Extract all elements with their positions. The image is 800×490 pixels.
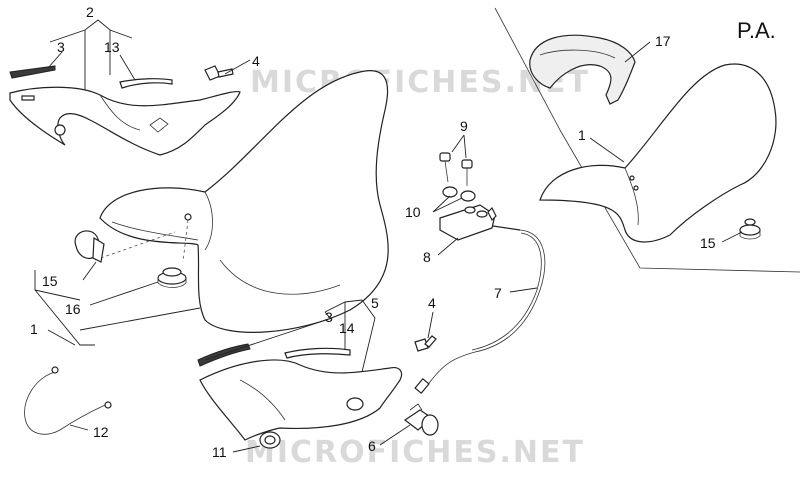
callout-5-bracket xyxy=(324,299,376,373)
lock-plate-8 xyxy=(439,204,497,241)
callout-17: 17 xyxy=(655,33,671,49)
callout-11: 11 xyxy=(212,444,227,460)
callout-4-bottom: 4 xyxy=(428,295,436,311)
callout-14: 14 xyxy=(339,320,355,336)
callout-1-right: 1 xyxy=(578,127,586,143)
callout-1-bracket xyxy=(34,270,201,346)
callout-4-top: 4 xyxy=(252,53,260,69)
rear-cowl-17 xyxy=(529,34,636,105)
release-cable-7 xyxy=(414,225,546,395)
callout-1-left: 1 xyxy=(30,321,38,337)
callout-16: 16 xyxy=(65,301,81,317)
callout-9: 9 xyxy=(460,118,468,134)
callout-12: 12 xyxy=(93,424,109,440)
callout-6: 6 xyxy=(368,438,376,454)
callout-7: 7 xyxy=(494,285,502,301)
side-cover-upper xyxy=(9,86,241,156)
trim-strip-3-top xyxy=(9,65,56,79)
washers-10 xyxy=(442,186,476,202)
callout-8: 8 xyxy=(423,249,431,265)
callout-3-top: 3 xyxy=(57,39,65,55)
callout-15-left: 15 xyxy=(42,273,58,289)
lock-cylinder-6 xyxy=(403,403,439,436)
pa-seat xyxy=(539,63,777,243)
pa-variant-label: P.A. xyxy=(737,18,776,43)
callout-3-bottom: 3 xyxy=(325,309,333,325)
grommet-16 xyxy=(157,267,187,288)
bumper-15-left xyxy=(74,230,105,263)
side-cover-lower xyxy=(199,359,403,441)
screw-4-bottom xyxy=(414,335,437,352)
screw-4-top xyxy=(204,65,234,81)
callout-15-right: 15 xyxy=(700,235,716,251)
callout-10: 10 xyxy=(405,204,421,220)
watermark-bottom: MICROFICHES.NET xyxy=(245,435,585,470)
callout-2-bracket xyxy=(49,19,133,90)
callout-5: 5 xyxy=(371,295,379,311)
tie-wire-12 xyxy=(24,366,112,435)
callout-13: 13 xyxy=(104,39,120,55)
ring-nut-11 xyxy=(259,431,281,449)
callout-2: 2 xyxy=(86,4,94,20)
bumper-15-right xyxy=(739,218,761,240)
trim-strip-14 xyxy=(284,347,351,359)
trim-strip-13 xyxy=(119,78,173,89)
main-seat xyxy=(99,70,389,333)
screws-9 xyxy=(439,152,473,186)
